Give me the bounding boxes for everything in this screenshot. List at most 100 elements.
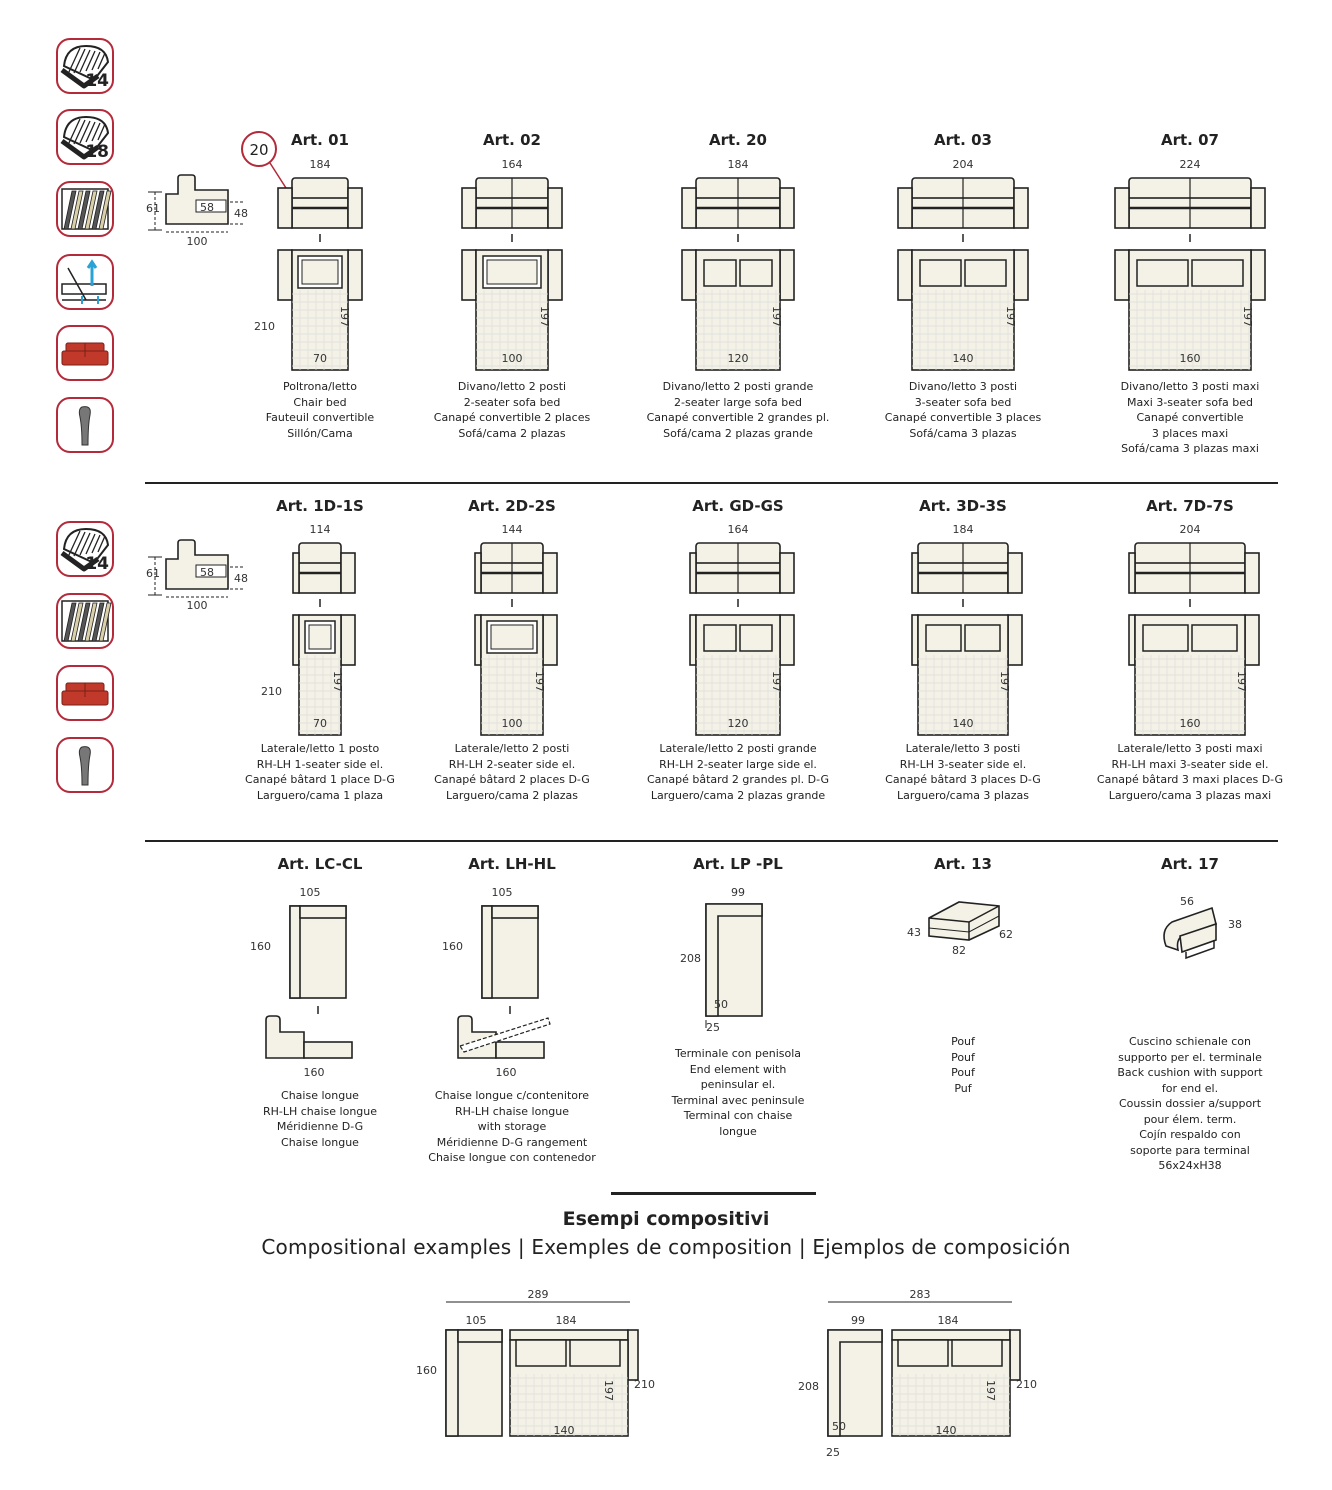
- description-line: peninsular el.: [700, 1078, 776, 1091]
- pouf-width: 82: [952, 944, 966, 957]
- description-line: Pouf: [951, 1050, 975, 1064]
- description-line: with storage: [477, 1120, 547, 1133]
- description-line: RH-LH 1-seater side el.: [256, 757, 384, 771]
- description-line: 3 places maxi: [1151, 426, 1229, 440]
- composition-left-length: 160: [416, 1364, 437, 1377]
- description-line: Sofá/cama 2 plazas grande: [663, 426, 813, 440]
- mattress-width: 120: [727, 352, 749, 365]
- description-line: Larguero/cama 2 plazas grande: [650, 788, 826, 802]
- peninsula-arm: 25: [706, 1021, 720, 1034]
- description-line: Puf: [954, 1081, 972, 1095]
- sofa-red-icon: [56, 665, 114, 721]
- composition-drawing: [445, 1301, 639, 1437]
- description-line: Terminale con penisola: [674, 1047, 802, 1060]
- description-line: 3-seater sofa bed: [914, 395, 1012, 409]
- description-line: Larguero/cama 3 plazas: [897, 788, 1029, 802]
- side-depth: 100: [186, 235, 208, 248]
- composition-right-width: 184: [555, 1314, 577, 1327]
- peninsula-width: 99: [731, 886, 745, 899]
- composition-right-width: 184: [937, 1314, 959, 1327]
- description-line: Canapé bâtard 3 maxi places D-G: [1096, 773, 1284, 786]
- sofa-bed-drawing: [1128, 542, 1260, 736]
- art-title: Art. 1D-1S: [276, 497, 364, 515]
- examples-heading: Esempi compositivi: [562, 1208, 770, 1230]
- sofa-red-icon: [56, 325, 114, 381]
- mattress-width: 100: [501, 717, 523, 730]
- composition-inner: 50: [832, 1420, 846, 1433]
- foam-14-icon-drawing: [60, 527, 110, 572]
- mattress-width: 140: [952, 352, 974, 365]
- description-line: Terminal avec peninsule: [671, 1093, 805, 1107]
- art-title: Art. 3D-3S: [919, 497, 1007, 515]
- art-title: Art. 2D-2S: [468, 497, 556, 515]
- sofa-red-icon-drawing: [61, 342, 109, 366]
- description-line: Canapé bâtard 3 places D-G: [885, 773, 1041, 786]
- chaise-open-length: 160: [303, 1066, 325, 1079]
- description-line: Chaise longue c/contenitore: [434, 1089, 590, 1102]
- composition-mattress-width: 140: [553, 1424, 575, 1437]
- sofa-width: 204: [952, 158, 974, 171]
- peninsula-length: 208: [680, 952, 701, 965]
- description-line: Pouf: [951, 1035, 975, 1048]
- art-title: Art. 17: [1161, 855, 1219, 873]
- chaise-width: 105: [491, 886, 513, 899]
- mechanism-icon: [56, 254, 114, 310]
- mattress-length: 197: [998, 671, 1011, 692]
- foam-14-icon-drawing: [60, 44, 110, 89]
- sofa-bed-drawing: [292, 542, 356, 736]
- description-line: Terminal con chaise: [683, 1109, 793, 1122]
- sofa-width: 164: [727, 523, 749, 536]
- sofa-bed-drawing: [461, 177, 563, 371]
- mattress-length: 197: [770, 306, 783, 327]
- composition-left-length: 208: [798, 1380, 819, 1393]
- description-line: RH-LH 2-seater side el.: [448, 757, 576, 771]
- description-line: Sofá/cama 3 plazas maxi: [1121, 442, 1259, 455]
- sofa-bed-drawing: [277, 177, 363, 371]
- sofa-bed-drawing: [1114, 177, 1266, 371]
- mattress-width: 160: [1179, 717, 1201, 730]
- description-line: End element with: [689, 1062, 787, 1076]
- sofa-width: 164: [501, 158, 523, 171]
- description-line: Cojín respaldo con: [1139, 1128, 1241, 1141]
- art-title: Art. 20: [709, 131, 767, 149]
- sofa-width: 204: [1179, 523, 1201, 536]
- composition-total-width: 289: [527, 1288, 549, 1301]
- description-line: Maxi 3-seater sofa bed: [1127, 395, 1253, 409]
- description-line: Canapé bâtard 2 places D-G: [434, 773, 590, 786]
- sofa-bed-drawing: [897, 177, 1029, 371]
- pouf-drawing: [928, 901, 1000, 941]
- art-title: Art. 13: [934, 855, 992, 873]
- callout-circle: [241, 131, 287, 189]
- composition-mattress-width: 140: [935, 1424, 957, 1437]
- mattress-length: 197: [770, 671, 783, 692]
- mattress-length: 197: [1241, 306, 1254, 327]
- mattress-length: 197: [331, 671, 344, 692]
- description-line: RH-LH chaise longue: [454, 1104, 570, 1118]
- divider-2: [145, 840, 1278, 842]
- sofa-bed-drawing: [689, 542, 795, 736]
- chaise-length: 160: [250, 940, 271, 953]
- foot-icon-drawing: [78, 746, 91, 786]
- description-line: Pouf: [951, 1066, 975, 1079]
- art-title: Art. 03: [934, 131, 992, 149]
- composition-depth: 210: [634, 1378, 655, 1391]
- art-title: Art. 07: [1161, 131, 1219, 149]
- composition-arm: 25: [826, 1446, 840, 1459]
- side-inner-2: 58: [200, 566, 214, 579]
- sofa-width: 184: [727, 158, 749, 171]
- foam-18-icon-number: 18: [85, 142, 109, 162]
- art-title: Art. 01: [291, 131, 349, 149]
- mattress-length: 197: [338, 306, 351, 327]
- chaise-length: 160: [442, 940, 463, 953]
- composition-mattress-length: 197: [984, 1380, 997, 1401]
- description-line: Canapé bâtard 1 place D-G: [245, 773, 395, 786]
